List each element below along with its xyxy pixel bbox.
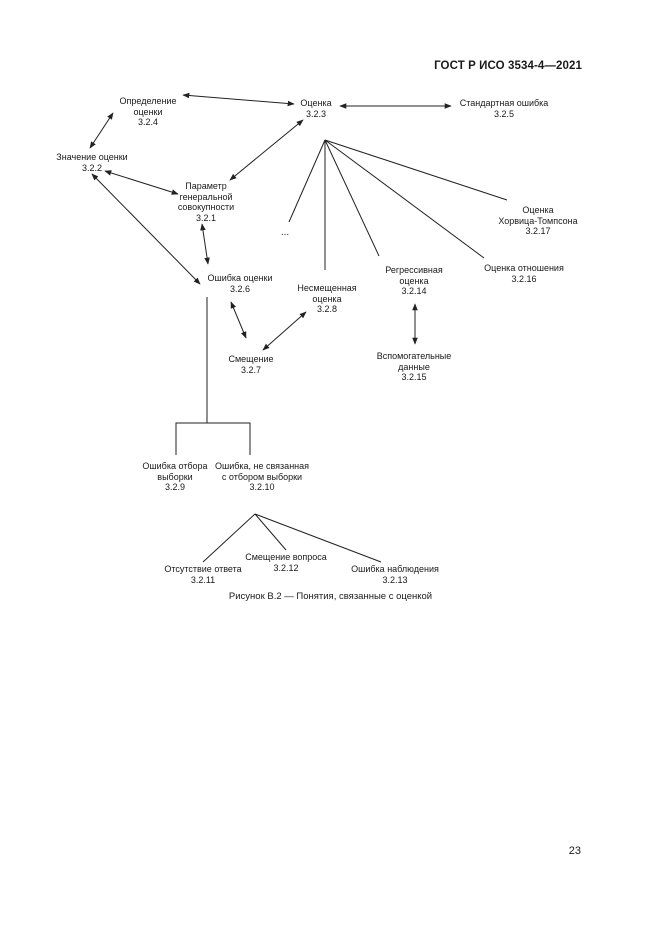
edge-opredelenie-znachenie (89, 112, 114, 149)
edge-opredelenie-ocenka (182, 92, 295, 107)
edge-fan-vopros (254, 513, 287, 551)
figure-caption: Рисунок В.2 — Понятия, связанные с оценк… (228, 591, 433, 602)
edge-ocenka-parametr (229, 119, 304, 181)
document-header: ГОСТ Р ИСО 3534-4—2021 (434, 60, 582, 72)
edge-fan-otnosh (324, 139, 485, 259)
edge-fan-ellipsis (288, 139, 326, 223)
edge-fan-otsutstvie (202, 513, 256, 563)
page-number: 23 (568, 845, 581, 857)
edge-parametr-oshibka (200, 223, 210, 265)
edge-tree-bar (175, 422, 251, 455)
edge-fan-nablyud (254, 513, 382, 563)
edge-fan-regress (324, 139, 380, 257)
node-ellipsis: ... (280, 227, 290, 238)
edge-znachenie-oshibka (91, 173, 201, 285)
edge-oshibka-smesch (230, 301, 247, 339)
edge-smesch-nesmesch (262, 311, 307, 351)
edge-fan-horvic (324, 139, 508, 201)
edge-znachenie-parametr (104, 170, 179, 195)
